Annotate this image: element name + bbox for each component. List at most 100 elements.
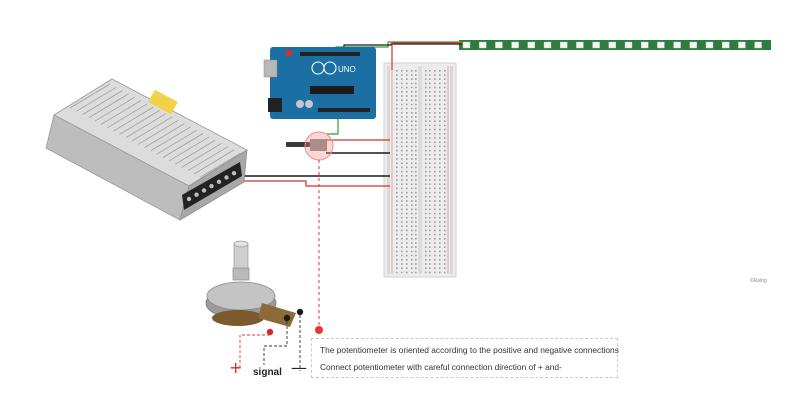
breadboard-hole xyxy=(396,212,398,215)
breadboard-hole xyxy=(396,154,398,156)
breadboard-hole xyxy=(396,175,398,177)
breadboard-hole xyxy=(439,86,441,89)
pot-resistive-board xyxy=(212,310,264,326)
breadboard-hole xyxy=(396,250,398,253)
breadboard-hole xyxy=(396,263,398,265)
breadboard-hole xyxy=(439,259,441,261)
breadboard-hole xyxy=(401,200,403,202)
watermark: ©Ralog xyxy=(750,278,767,284)
breadboard-hole xyxy=(429,107,431,110)
wire-psu-vcc xyxy=(243,180,390,187)
led-chip xyxy=(479,41,487,49)
breadboard-hole xyxy=(444,103,446,106)
breadboard-hole xyxy=(411,271,413,274)
breadboard-hole xyxy=(406,158,408,160)
breadboard-hole xyxy=(444,158,446,160)
breadboard-hole xyxy=(396,99,398,101)
arduino-uno: UNO xyxy=(263,47,376,119)
breadboard-hole xyxy=(406,149,408,152)
breadboard-hole xyxy=(411,170,413,173)
breadboard-hole xyxy=(406,271,408,274)
breadboard-hole xyxy=(415,158,417,160)
breadboard-hole xyxy=(406,70,408,72)
capacitor-2 xyxy=(305,100,313,108)
breadboard-hole xyxy=(434,217,436,219)
breadboard-hole xyxy=(439,191,441,194)
breadboard-hole xyxy=(434,238,436,240)
breadboard-hole xyxy=(429,196,431,198)
callout-line-2: Connect potentiometer with careful conne… xyxy=(320,362,562,372)
breadboard-hole xyxy=(429,208,431,211)
breadboard-hole xyxy=(406,128,408,131)
breadboard-hole xyxy=(415,271,417,274)
breadboard-hole xyxy=(425,271,427,274)
breadboard-hole xyxy=(425,145,427,148)
breadboard-hole xyxy=(396,141,398,143)
breadboard-hole xyxy=(406,141,408,143)
breadboard-hole xyxy=(429,162,431,164)
breadboard-hole xyxy=(415,217,417,219)
breadboard-hole xyxy=(396,78,398,80)
breadboard-hole xyxy=(415,200,417,202)
breadboard-hole xyxy=(429,217,431,219)
breadboard-hole xyxy=(411,124,413,127)
breadboard-hole xyxy=(406,204,408,206)
breadboard-hole xyxy=(439,141,441,143)
terminal-screw xyxy=(231,171,237,176)
breadboard-hole xyxy=(411,246,413,248)
psu-vent-slot xyxy=(75,86,117,112)
breadboard-hole xyxy=(406,242,408,244)
breadboard-hole xyxy=(411,238,413,240)
led-chip xyxy=(754,41,762,49)
breadboard-hole xyxy=(434,271,436,274)
breadboard-hole xyxy=(439,229,441,232)
breadboard-hole xyxy=(439,175,441,177)
terminal-screw xyxy=(186,196,192,202)
breadboard-hole xyxy=(406,166,408,169)
breadboard-hole xyxy=(415,267,417,269)
breadboard-hole xyxy=(429,95,431,97)
breadboard-hole xyxy=(411,166,413,169)
breadboard-hole xyxy=(429,133,431,135)
led-chip xyxy=(657,41,665,49)
breadboard-hole xyxy=(425,225,427,227)
breadboard-hole xyxy=(444,82,446,85)
breadboard-hole xyxy=(406,259,408,261)
breadboard-hole xyxy=(406,250,408,253)
breadboard-hole xyxy=(401,99,403,101)
breadboard-hole xyxy=(401,242,403,244)
breadboard-hole xyxy=(425,242,427,244)
breadboard-hole xyxy=(415,204,417,206)
breadboard-hole xyxy=(434,112,436,114)
breadboard-hole xyxy=(425,112,427,114)
breadboard-hole xyxy=(444,246,446,248)
breadboard-hole xyxy=(406,221,408,223)
breadboard-hole xyxy=(434,183,436,185)
breadboard-hole xyxy=(444,229,446,232)
breadboard-hole xyxy=(444,250,446,253)
breadboard-hole xyxy=(406,137,408,139)
wire-strip-vcc xyxy=(391,42,462,70)
breadboard-hole xyxy=(444,91,446,93)
psu-warning-label xyxy=(148,89,178,115)
psu-vent-slot xyxy=(181,143,222,168)
breadboard-hole xyxy=(396,208,398,211)
breadboard-hole xyxy=(411,263,413,265)
breadboard-hole xyxy=(429,183,431,185)
breadboard-hole xyxy=(425,254,427,257)
leader-plus xyxy=(239,334,270,369)
breadboard-hole xyxy=(425,263,427,265)
breadboard-hole xyxy=(411,116,413,118)
breadboard-hole xyxy=(439,74,441,76)
breadboard-hole xyxy=(444,116,446,118)
pot-shaft-small xyxy=(286,142,310,147)
breadboard-hole xyxy=(439,212,441,215)
breadboard-hole xyxy=(406,267,408,269)
breadboard-hole xyxy=(411,175,413,177)
breadboard-hole xyxy=(401,91,403,93)
breadboard-hole xyxy=(439,154,441,156)
breadboard-hole xyxy=(444,212,446,215)
breadboard-hole xyxy=(425,166,427,169)
arduino-logo-right xyxy=(323,61,337,75)
